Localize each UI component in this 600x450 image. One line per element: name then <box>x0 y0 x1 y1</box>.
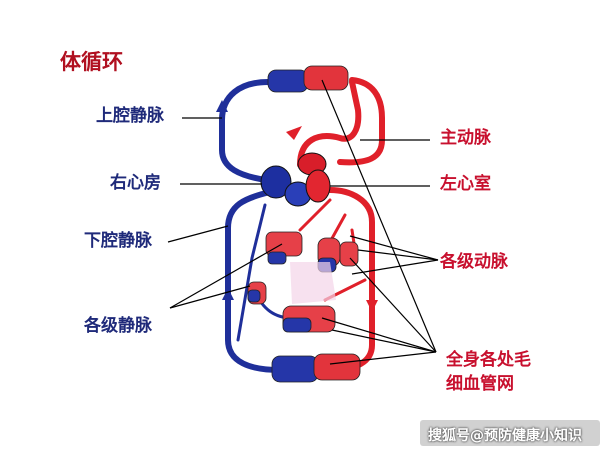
aorta-upper-return <box>337 77 385 166</box>
diagram-title: 体循环 <box>60 50 123 74</box>
label-superior-vena-cava: 上腔静脉 <box>96 106 164 126</box>
label-aorta: 主动脉 <box>440 128 491 148</box>
capillary-networks <box>247 65 361 383</box>
capillary-top <box>267 65 349 93</box>
leader-cap-3 <box>321 317 437 353</box>
artery-branch-2 <box>328 213 347 244</box>
arrow-aorta <box>286 126 302 140</box>
leader-cap-1 <box>321 79 437 353</box>
arrow-svc <box>216 100 228 112</box>
capillary-small-left <box>247 281 267 305</box>
label-inferior-vena-cava: 下腔静脉 <box>84 231 152 251</box>
leader-cap-2 <box>349 257 437 353</box>
leader-cap-4 <box>331 329 437 353</box>
leader-cap-5 <box>329 351 437 365</box>
inferior-vena-cava <box>225 189 283 373</box>
label-capillaries-line1: 全身各处毛 <box>446 350 531 370</box>
leader-arteries-1 <box>349 235 439 261</box>
superior-vena-cava <box>219 79 271 183</box>
capillary-mid-right <box>317 237 359 273</box>
watermark-backdrop <box>420 420 600 446</box>
capillary-mid-left <box>265 231 303 265</box>
leader-lines <box>167 79 439 365</box>
heart <box>260 152 331 207</box>
leader-arteries-2 <box>357 249 439 261</box>
leader-veins-1 <box>169 285 251 309</box>
watermark-text: 搜狐号@预防健康小知识 <box>428 428 582 444</box>
left-ventricle-shape <box>305 169 331 203</box>
flow-arrows <box>216 100 378 312</box>
right-atrium-shape <box>260 165 292 199</box>
leader-veins-2 <box>169 243 283 309</box>
arrow-descending <box>366 300 378 312</box>
label-veins: 各级静脉 <box>84 316 152 336</box>
organ-silhouette <box>290 262 336 304</box>
capillary-bottom <box>271 353 361 383</box>
arrow-ivc <box>222 288 234 300</box>
label-left-ventricle: 左心室 <box>440 174 491 194</box>
leader-arteries-3 <box>351 259 439 275</box>
vein-branch-upper <box>236 203 267 342</box>
label-arteries: 各级动脉 <box>440 252 508 272</box>
aorta-arch <box>297 79 362 168</box>
leader-ivc <box>167 225 229 243</box>
label-capillaries-line2: 细血管网 <box>446 374 514 394</box>
artery-branch-1 <box>298 198 332 232</box>
label-right-atrium: 右心房 <box>110 173 161 193</box>
capillary-lower <box>282 305 336 333</box>
venous-vessels <box>219 79 294 373</box>
